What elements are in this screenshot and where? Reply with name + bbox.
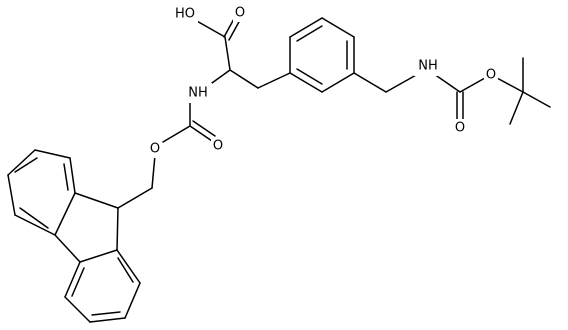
bond-ring-inner-3: [296, 68, 323, 85]
bond-upper-ring-1: [54, 192, 76, 236]
acid-carbonyl-o-label: O: [235, 6, 245, 21]
bond-lower-ring-2: [116, 249, 141, 284]
bond-tbu-me3: [509, 91, 524, 125]
bond-ring-inner-1: [296, 25, 323, 42]
fmoc-ester-o-label: O: [150, 142, 160, 157]
bond-lower-ring-inner-2: [91, 311, 121, 316]
bond-c4a-c4b: [54, 234, 81, 263]
bond-upper-ring-5: [34, 149, 71, 159]
bond-o-tbu: [496, 77, 524, 93]
boc-carbonyl-o-label: O: [455, 121, 465, 136]
fmoc-carbonyl-o-label: O: [213, 139, 223, 154]
bond-upper-ring-inner-2: [14, 157, 38, 173]
bond-lower-ring-5: [64, 296, 91, 323]
bond-upper-ring-inner-1: [19, 207, 49, 229]
bond-upper-ring-3: [7, 174, 16, 216]
boc-ester-o-label: O: [486, 68, 496, 83]
bond-ch2-nh: [385, 73, 419, 93]
bond-ch2-ring: [257, 72, 291, 89]
bond-c-o-ester: [459, 77, 486, 93]
bond-carbamate-o-double-b: [192, 120, 216, 137]
bond-lower-ring-3: [124, 282, 141, 319]
alpha-amine: NH: [184, 83, 212, 103]
bond-c9-c8a: [116, 207, 119, 251]
bond-lower-ring-4: [89, 317, 126, 323]
hydroxyl-group: HO: [172, 4, 198, 24]
hydroxyl-label: HO: [175, 7, 195, 22]
bond-lower-ring-6: [64, 261, 81, 298]
fmoc-carbonyl-oxygen: O: [211, 137, 225, 155]
bond-o-ch2: [151, 154, 156, 189]
bond-c-o-double-b: [228, 19, 241, 41]
boc-nh-label: NH: [418, 59, 438, 74]
bond-ring-3: [321, 17, 355, 38]
bond-ring-ch2: [353, 72, 387, 93]
boc-ester-oxygen: O: [484, 66, 498, 84]
bond-lower-ring-inner-3: [71, 267, 85, 297]
bond-ring-6: [289, 72, 323, 93]
bond-carbamate-o-ester: [162, 125, 191, 143]
bond-c9-c9a: [74, 192, 119, 209]
bond-ch2-c9: [117, 187, 153, 209]
bond-alpha-ch2: [229, 69, 259, 89]
bond-upper-ring-2: [14, 214, 56, 236]
bond-ho-c: [194, 19, 226, 38]
atom-label-layer: HO O NH O O NH O O: [148, 4, 498, 158]
bond-upper-ring-4: [7, 149, 36, 176]
bond-upper-ring-inner-3: [63, 163, 69, 191]
bond-lower-ring-1: [79, 249, 118, 263]
bond-acid-c-alpha: [224, 36, 231, 71]
bond-nh-c: [433, 73, 461, 93]
bond-ring-2: [289, 17, 323, 38]
bond-tbu-me2: [522, 91, 551, 108]
alpha-nh-label: NH: [188, 86, 208, 101]
bond-upper-ring-6: [69, 157, 76, 194]
bond-ring-5: [321, 72, 355, 93]
bond-lower-ring-inner-1: [117, 257, 134, 283]
bond-layer: [7, 16, 551, 323]
bond-carbamate-o-double-a: [189, 125, 213, 142]
fmoc-ester-oxygen: O: [148, 140, 162, 158]
boc-carbonyl-oxygen: O: [453, 119, 467, 137]
boc-amine: NH: [414, 56, 442, 76]
acid-carbonyl-oxygen: O: [233, 4, 247, 22]
